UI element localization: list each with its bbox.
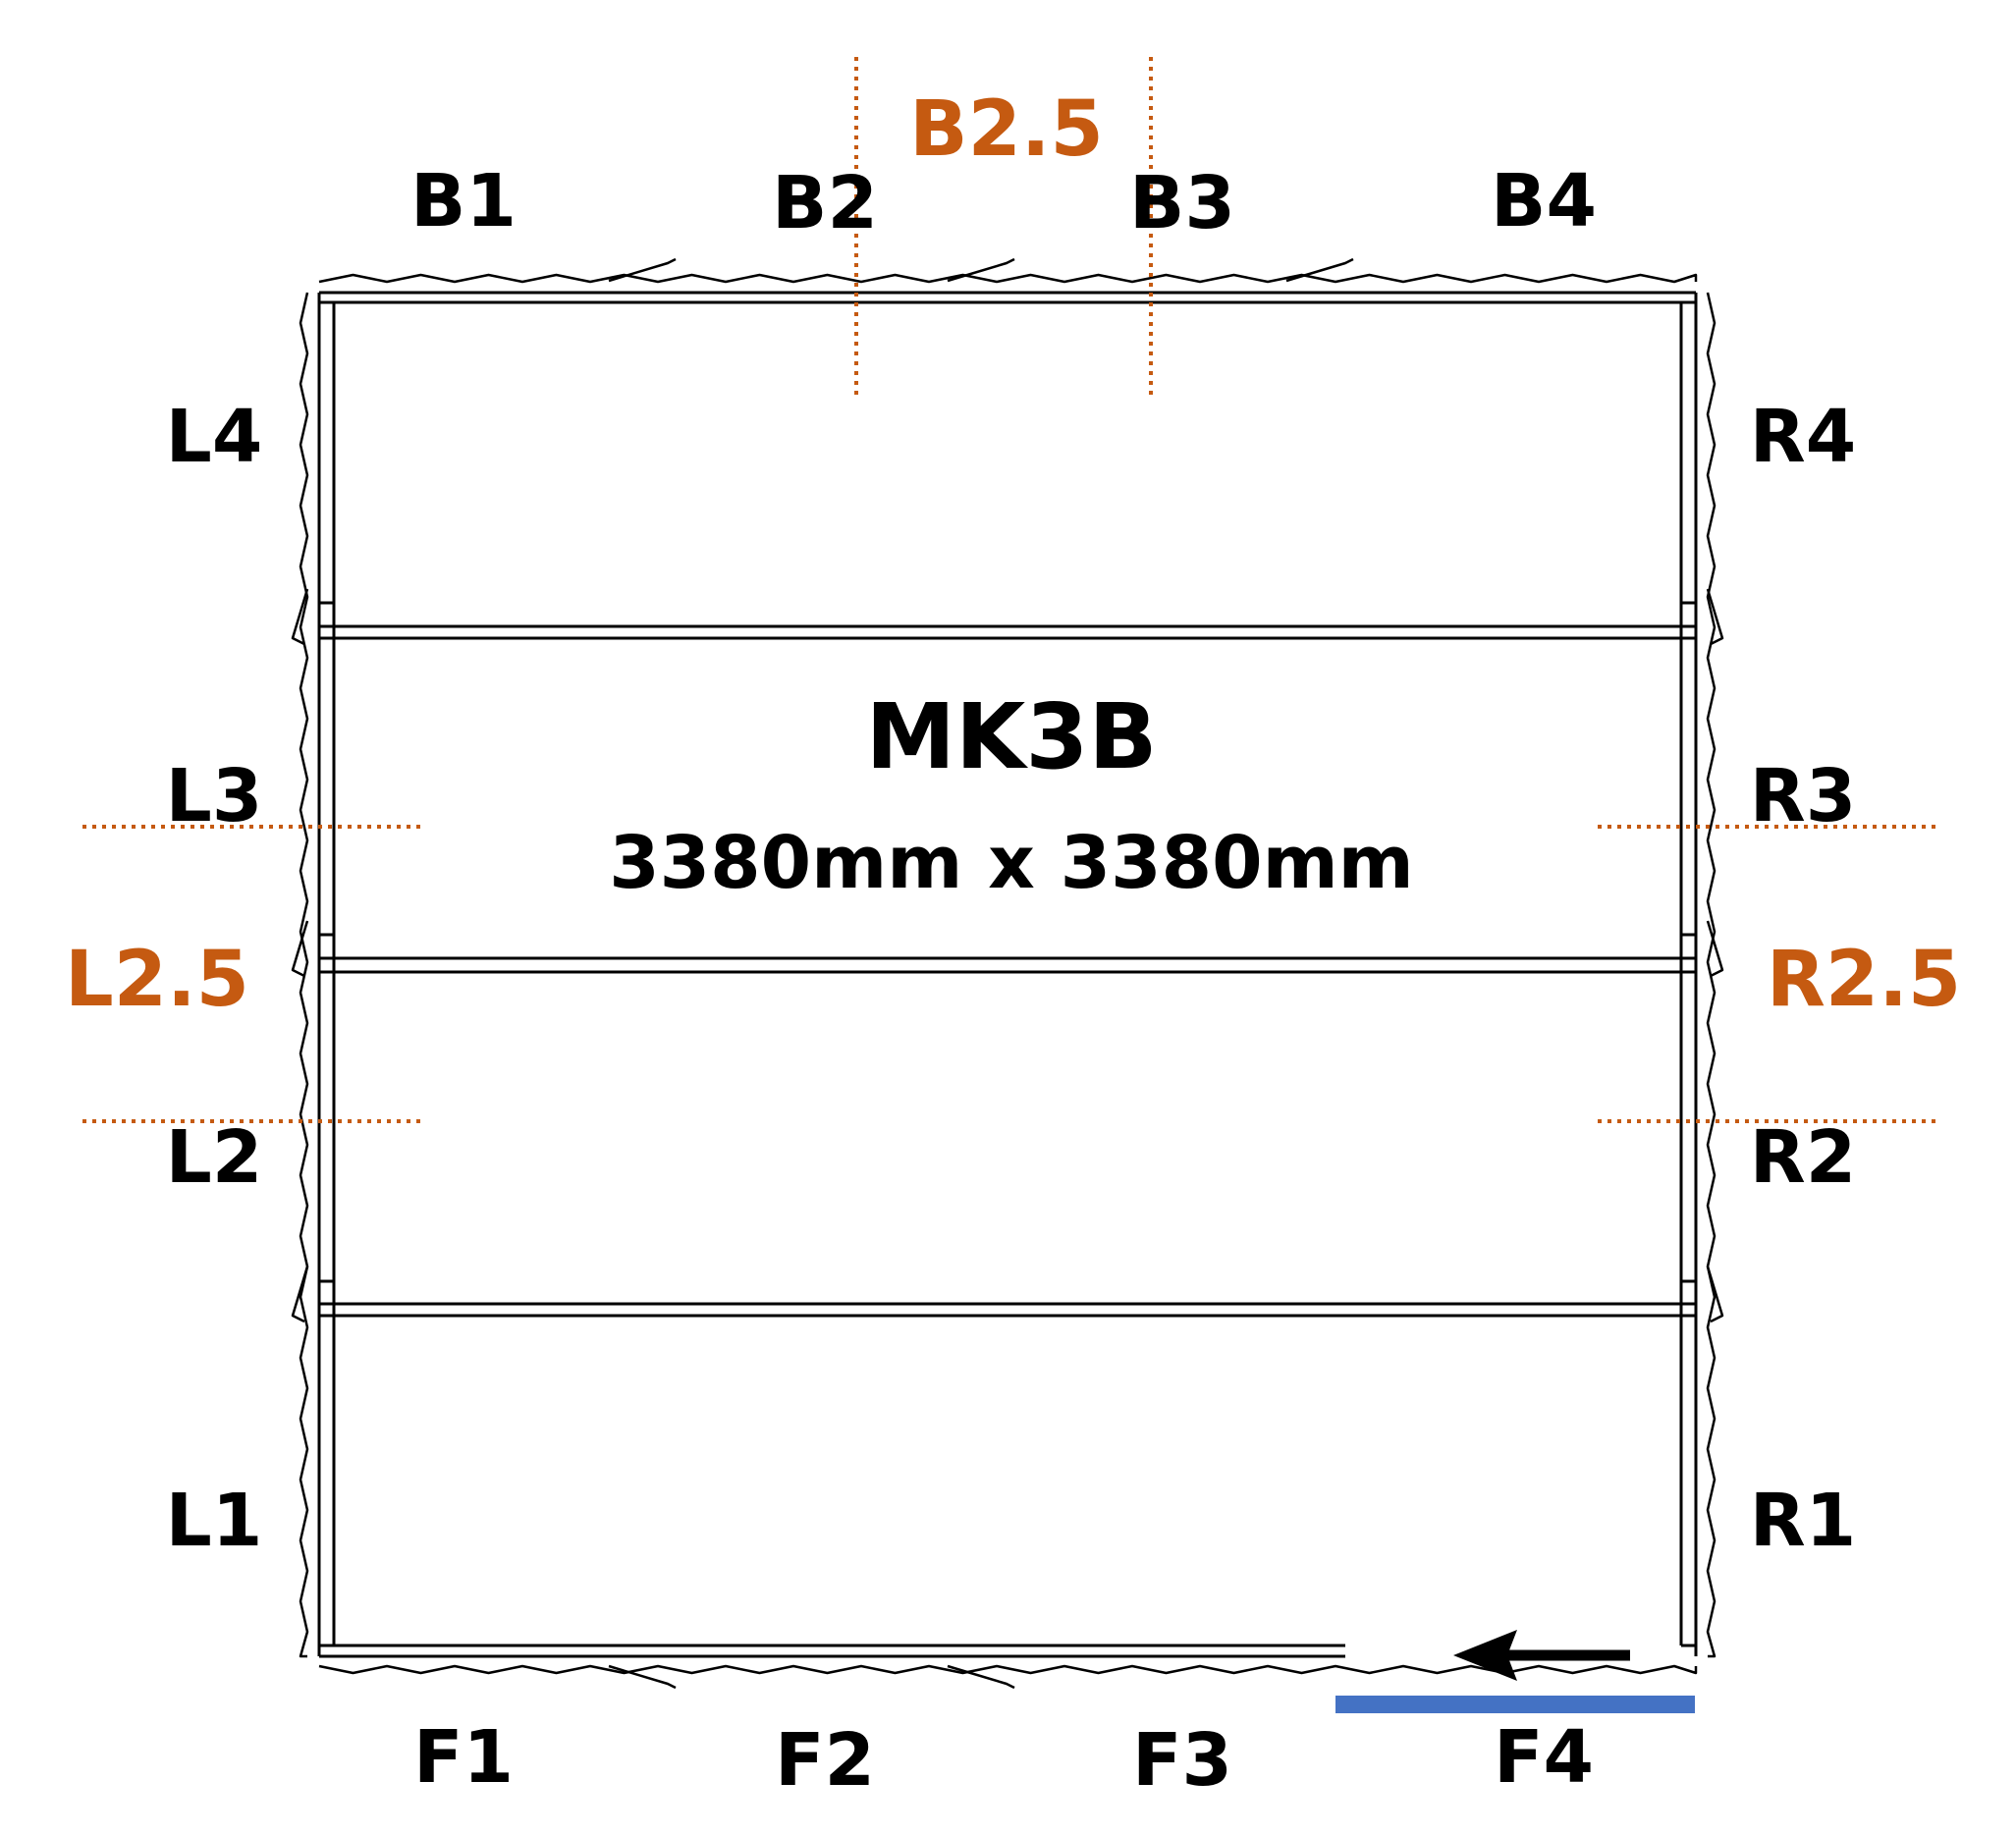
label-b4: B4 (1491, 159, 1597, 243)
label-r2: R2 (1750, 1115, 1856, 1200)
diagram-dimensions: 3380mm x 3380mm (609, 821, 1414, 905)
arrow-left-icon (1453, 1630, 1630, 1681)
half-markers (82, 57, 1937, 1123)
label-l1: L1 (166, 1479, 263, 1563)
label-f4: F4 (1494, 1715, 1594, 1800)
label-b1: B1 (410, 159, 517, 243)
label-r2-5: R2.5 (1767, 936, 1961, 1024)
label-r1: R1 (1750, 1479, 1856, 1563)
label-b3: B3 (1129, 161, 1235, 245)
label-r3: R3 (1750, 754, 1856, 838)
label-l4: L4 (166, 395, 263, 479)
label-f3: F3 (1132, 1718, 1232, 1803)
label-b2-5: B2.5 (909, 85, 1104, 174)
label-l2-5: L2.5 (65, 936, 249, 1024)
label-f2: F2 (775, 1718, 875, 1803)
label-b2: B2 (772, 161, 878, 245)
entry-opening-marker (1335, 1696, 1695, 1713)
label-l2: L2 (166, 1115, 263, 1200)
label-f1: F1 (413, 1715, 514, 1800)
frame (317, 291, 1698, 1658)
label-l3: L3 (166, 754, 263, 838)
diagram-title: MK3B (866, 684, 1158, 789)
label-r4: R4 (1750, 395, 1856, 479)
